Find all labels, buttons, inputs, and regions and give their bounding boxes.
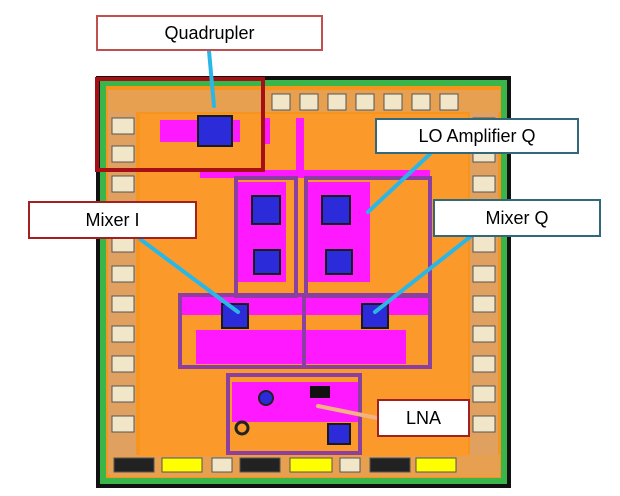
top-pads [271, 93, 459, 111]
arrow-quadrupler [207, 49, 216, 108]
callout-arrows [138, 49, 472, 420]
label-mixer-q: Mixer Q [433, 199, 601, 237]
blue-blocks [197, 115, 389, 445]
label-quadrupler: Quadrupler [96, 15, 323, 51]
label-lna: LNA [377, 399, 470, 437]
label-lo-amplifier-q: LO Amplifier Q [375, 118, 579, 154]
lo-amp-i-top [251, 195, 281, 225]
mixer-q-core [361, 303, 389, 329]
quadrupler-highlight [95, 77, 265, 172]
lo-amp-i-bottom [253, 249, 281, 275]
lo-amp-q-bottom [325, 249, 353, 275]
lo-amp-q-top [321, 195, 351, 225]
arrow-lna [316, 404, 379, 420]
arrow-lo-amplifier [366, 152, 432, 214]
label-mixer-i: Mixer I [28, 201, 197, 239]
bottom-pads [113, 457, 457, 473]
arrow-mixer-q [373, 235, 472, 314]
quadrupler-core [197, 115, 233, 147]
lna-block [327, 423, 351, 445]
arrow-mixer-i [138, 237, 240, 314]
lna-detail [234, 386, 330, 436]
block-outlines [178, 176, 432, 455]
